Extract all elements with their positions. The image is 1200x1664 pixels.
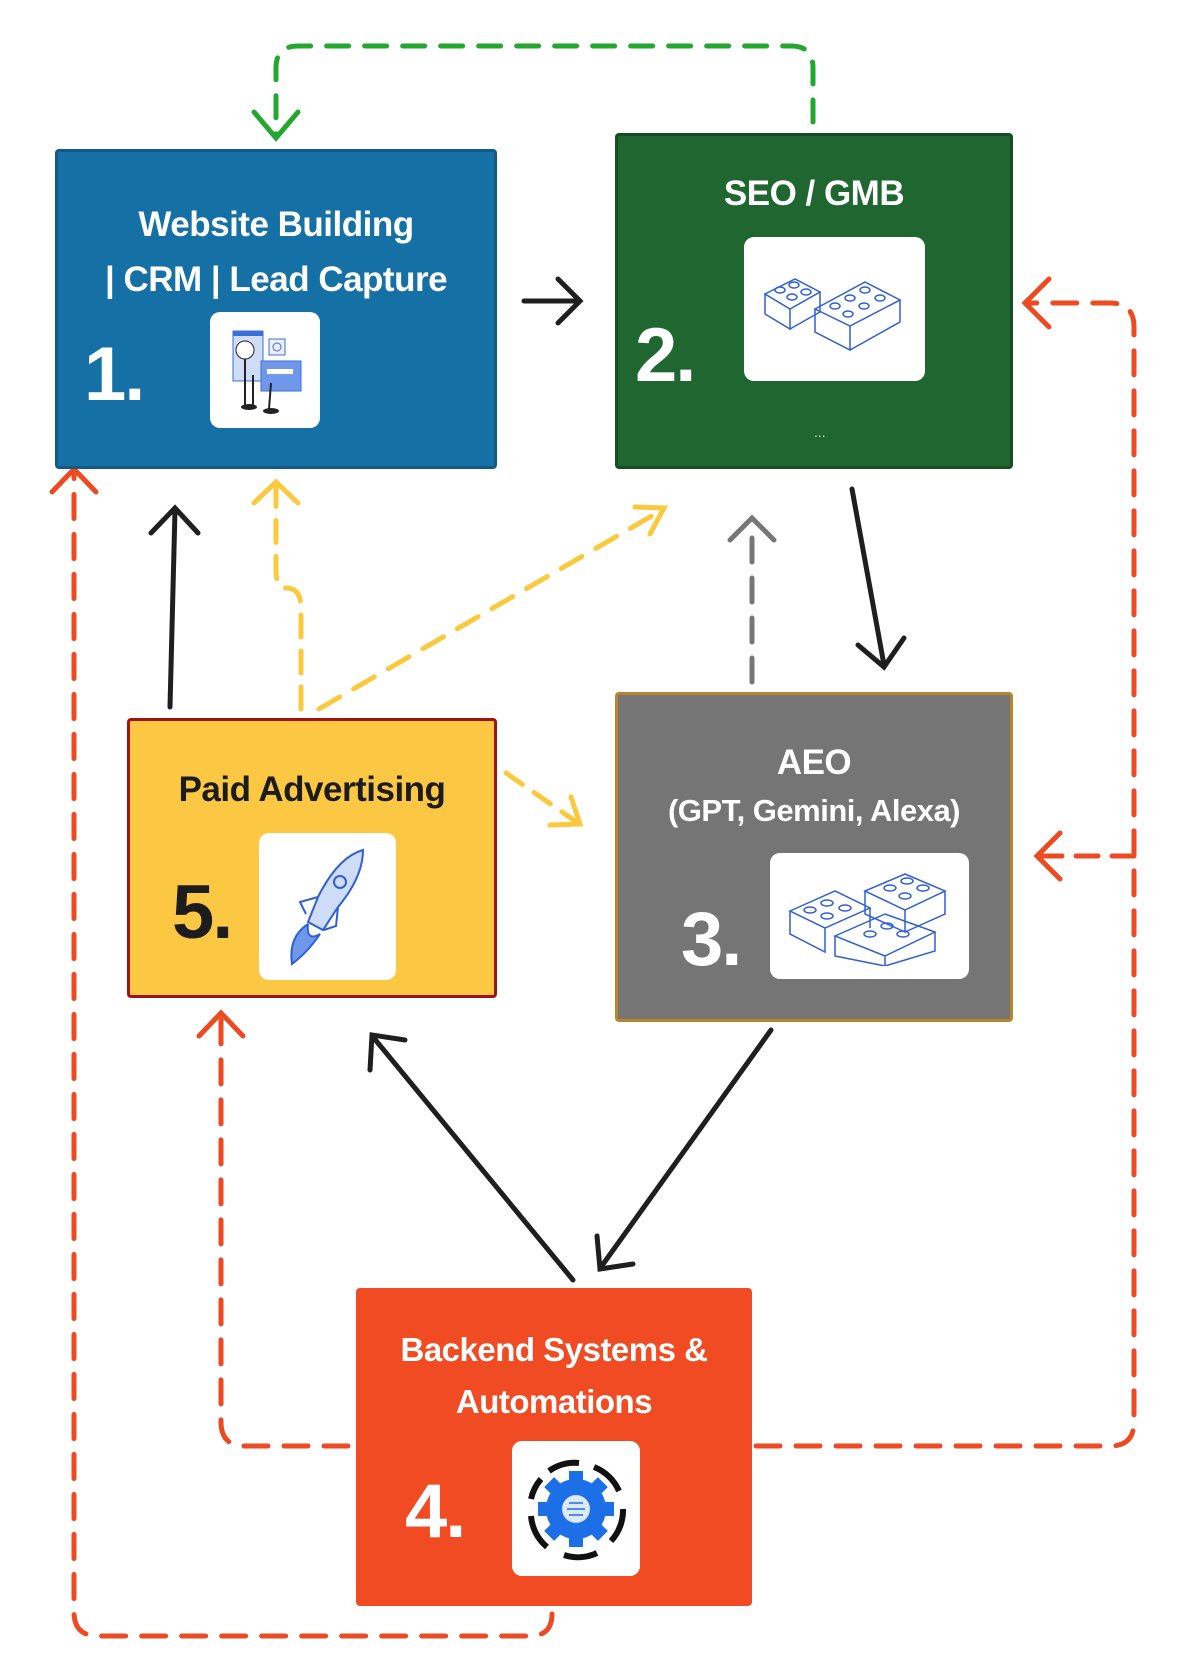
arrow-seo-to-website bbox=[251, 43, 816, 142]
node-seo-gmb[interactable]: SEO / GMB 2. ... bbox=[615, 133, 1013, 469]
node-website-building[interactable]: Website Building | CRM | Lead Capture 1. bbox=[55, 149, 497, 469]
node-number: 3. bbox=[681, 897, 742, 982]
building-blocks-icon bbox=[744, 237, 925, 381]
node-title: SEO / GMB bbox=[723, 174, 905, 213]
arrow-seo-to-aeo bbox=[849, 486, 907, 671]
ellipsis-text: ... bbox=[814, 424, 826, 440]
web-browsing-hands-icon bbox=[210, 312, 320, 428]
gear-cycle-icon bbox=[512, 1441, 640, 1576]
node-number: 1. bbox=[84, 332, 145, 417]
arrow-backend-to-website-dashed bbox=[49, 465, 555, 1639]
building-blocks-icon bbox=[770, 853, 969, 979]
node-subtitle: | CRM | Lead Capture bbox=[104, 260, 448, 299]
node-subtitle: Automations bbox=[455, 1383, 653, 1420]
arrow-backend-to-paid-dashed bbox=[196, 1009, 351, 1449]
arrow-paid-to-website bbox=[148, 504, 201, 710]
arrow-paid-to-aeo-dashed bbox=[503, 770, 584, 828]
arrow-backend-to-aeo-dashed bbox=[1033, 830, 1137, 882]
node-number: 2. bbox=[635, 313, 696, 398]
rocket-icon bbox=[259, 833, 396, 980]
node-subtitle: (GPT, Gemini, Alexa) bbox=[667, 793, 961, 828]
node-title: Paid Advertising bbox=[178, 770, 446, 809]
arrow-backend-to-paid bbox=[367, 1032, 576, 1283]
arrow-aeo-to-seo bbox=[727, 514, 777, 685]
arrow-aeo-to-backend bbox=[594, 1027, 774, 1272]
node-number: 5. bbox=[172, 870, 233, 955]
node-title: AEO bbox=[776, 743, 852, 782]
node-backend-systems[interactable]: Backend Systems & Automations 4. bbox=[356, 1288, 752, 1606]
arrow-paid-to-seo-dashed bbox=[316, 504, 669, 712]
arrow-website-to-seo bbox=[521, 276, 584, 326]
arrow-paid-to-website-dashed bbox=[251, 478, 304, 712]
node-paid-advertising[interactable]: Paid Advertising 5. bbox=[127, 718, 497, 998]
node-title: Website Building bbox=[138, 205, 414, 244]
arrow-backend-to-seo-dashed bbox=[753, 276, 1137, 1449]
node-number: 4. bbox=[405, 1469, 466, 1554]
node-title: Backend Systems & bbox=[400, 1331, 708, 1368]
node-aeo[interactable]: AEO (GPT, Gemini, Alexa) 3. bbox=[615, 692, 1013, 1022]
